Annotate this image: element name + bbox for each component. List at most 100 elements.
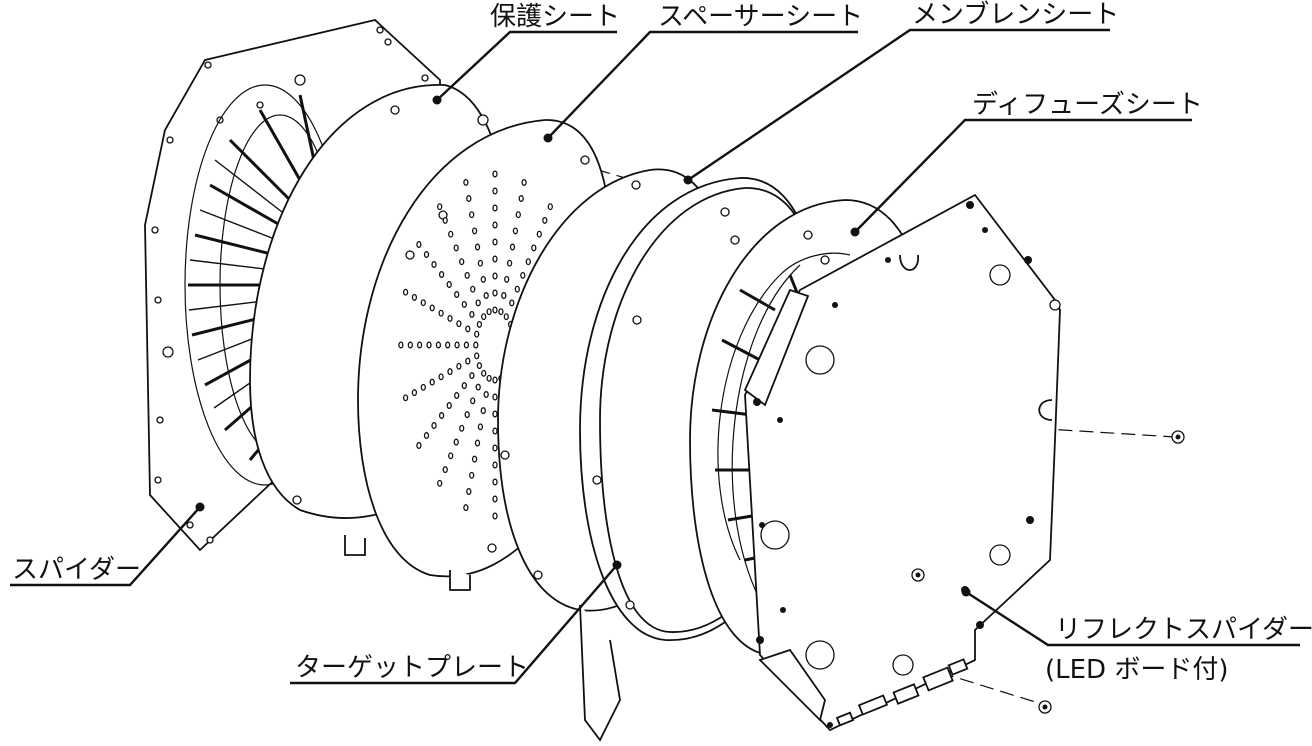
spacer-hole bbox=[512, 227, 519, 235]
spacer-hole bbox=[492, 410, 498, 418]
label-diffuser-sheet: ディフューズシート bbox=[972, 90, 1203, 120]
label-protective-sheet: 保護シート bbox=[490, 2, 620, 32]
spacer-hole bbox=[469, 471, 475, 479]
spacer-hole bbox=[423, 251, 430, 258]
spacer-hole bbox=[486, 374, 492, 382]
spacer-hole bbox=[480, 407, 486, 415]
spacer-hole bbox=[474, 439, 481, 447]
spacer-hole bbox=[454, 392, 460, 399]
spacer-hole bbox=[492, 238, 498, 246]
spacer-hole bbox=[465, 325, 471, 333]
spacer-hole bbox=[471, 227, 478, 235]
spacer-hole bbox=[442, 216, 448, 224]
spacer-hole bbox=[509, 243, 516, 251]
spacer-hole bbox=[454, 341, 460, 349]
spacer-hole bbox=[416, 241, 422, 248]
screws bbox=[911, 299, 1185, 714]
spacer-hole bbox=[466, 195, 472, 202]
spacer-hole bbox=[518, 195, 524, 202]
spacer-hole bbox=[481, 369, 487, 377]
spacer-hole bbox=[416, 341, 423, 349]
spacer-hole bbox=[492, 272, 498, 280]
spacer-hole bbox=[498, 308, 504, 316]
spacer-hole bbox=[438, 412, 445, 419]
spacer-hole bbox=[463, 504, 469, 512]
spacer-hole bbox=[459, 258, 465, 266]
spacer-hole bbox=[504, 275, 510, 283]
label-reflect-spider-note: (LED ボード付) bbox=[1045, 655, 1229, 685]
spacer-hole bbox=[492, 170, 498, 178]
spacer-hole bbox=[464, 411, 470, 419]
spacer-hole bbox=[470, 285, 476, 293]
spacer-hole bbox=[435, 341, 442, 349]
label-target-plate: ターゲットプレート bbox=[295, 653, 529, 683]
label-spider: スパイダー bbox=[12, 555, 141, 585]
spacer-hole bbox=[492, 376, 498, 384]
spacer-hole bbox=[477, 423, 484, 431]
spacer-hole bbox=[416, 442, 422, 449]
spacer-hole bbox=[446, 402, 452, 409]
spacer-hole bbox=[461, 382, 467, 390]
spacer-hole bbox=[525, 258, 531, 266]
spacer-hole bbox=[492, 393, 498, 401]
spacer-hole bbox=[492, 495, 498, 503]
spacer-hole bbox=[492, 187, 498, 195]
spacer-hole bbox=[438, 309, 444, 317]
spacer-hole bbox=[463, 341, 470, 349]
spacer-hole bbox=[492, 478, 498, 486]
spacer-hole bbox=[470, 397, 476, 405]
spider-ribs bbox=[188, 94, 317, 461]
spacer-hole bbox=[448, 230, 454, 238]
spacer-hole bbox=[448, 452, 454, 460]
label-membrane-sheet: メンブレンシート bbox=[912, 0, 1119, 30]
spacer-hole bbox=[474, 243, 481, 251]
spacer-hole bbox=[426, 341, 432, 349]
spacer-hole bbox=[542, 216, 548, 224]
spacer-hole bbox=[431, 261, 437, 268]
spacer-hole bbox=[492, 461, 498, 469]
spacer-hole bbox=[480, 275, 486, 283]
spacer-hole bbox=[431, 422, 437, 429]
spacer-hole bbox=[447, 314, 453, 322]
spacer-hole bbox=[483, 391, 489, 398]
spacer-hole bbox=[547, 203, 553, 211]
spacer-hole bbox=[465, 357, 471, 365]
spacer-hole bbox=[503, 313, 509, 321]
spacer-hole bbox=[492, 255, 498, 263]
spacer-hole bbox=[477, 259, 484, 267]
spacer-hole bbox=[464, 271, 470, 279]
spacer-hole bbox=[521, 178, 527, 186]
spacer-hole bbox=[486, 308, 492, 316]
spacer-hole bbox=[531, 244, 537, 252]
spacer-hole bbox=[509, 299, 515, 307]
spacer-hole bbox=[456, 320, 462, 328]
leader-lines bbox=[10, 28, 1300, 685]
spacer-hole bbox=[514, 285, 520, 293]
spacer-hole bbox=[459, 424, 465, 432]
spacer-hole bbox=[420, 299, 426, 307]
spacer-hole bbox=[437, 479, 443, 487]
spacer-hole bbox=[446, 281, 452, 288]
spacer-hole bbox=[469, 310, 475, 318]
spacer-hole bbox=[475, 383, 481, 391]
spacer-hole bbox=[466, 488, 472, 495]
label-spacer-sheet: スペーサーシート bbox=[658, 2, 863, 32]
spacer-hole bbox=[398, 341, 404, 349]
spacer-hole bbox=[402, 394, 409, 402]
spacer-hole bbox=[492, 427, 498, 435]
spacer-hole bbox=[447, 368, 453, 376]
led-board bbox=[835, 658, 969, 727]
spacer-hole bbox=[501, 292, 507, 299]
spacer-hole bbox=[474, 352, 480, 360]
spacer-hole bbox=[475, 299, 481, 307]
spacer-hole bbox=[474, 330, 480, 338]
spacer-hole bbox=[476, 362, 483, 370]
spacer-hole bbox=[492, 512, 498, 520]
spacer-hole bbox=[492, 289, 498, 297]
spacer-hole bbox=[429, 304, 435, 312]
spacer-hole bbox=[463, 178, 469, 186]
spacer-hole bbox=[411, 389, 418, 397]
spacer-hole bbox=[442, 466, 448, 474]
spacer-hole bbox=[536, 230, 542, 238]
